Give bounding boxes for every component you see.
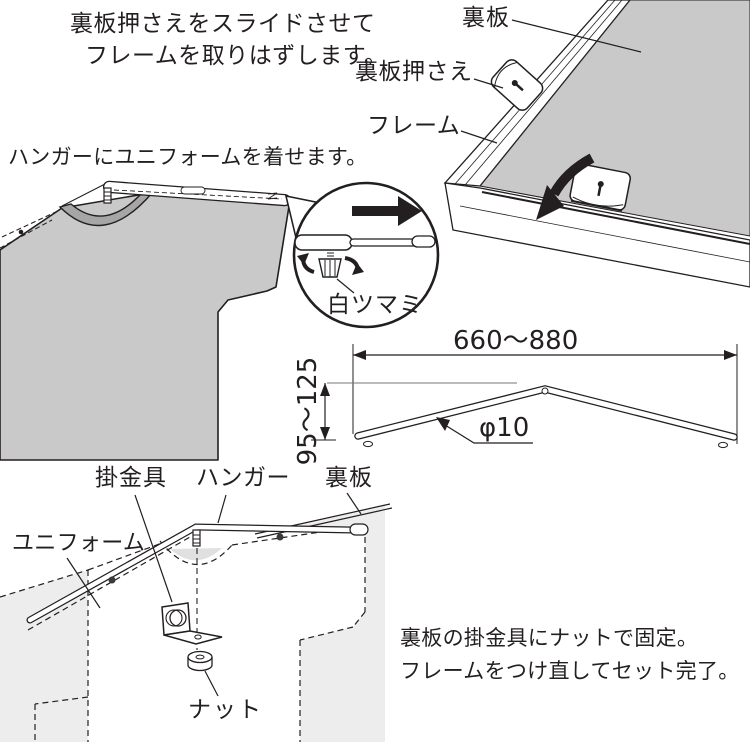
step3-instruction-line1: 裏板の掛金具にナットで固定。	[400, 626, 699, 650]
leader-backboard2	[346, 492, 362, 515]
swing-arrow-icon	[536, 153, 595, 220]
step1-instruction-line1: 裏板押さえをスライドさせて	[70, 11, 376, 37]
label-white-knob: 白ツマミ	[327, 292, 423, 318]
rotate-left-arrow-icon	[297, 253, 315, 274]
label-backboard-holder: 裏板押さえ	[355, 59, 473, 85]
leader-backboard	[511, 19, 642, 53]
step3-instruction-line2: フレームをつけ直してセット完了。	[400, 659, 740, 683]
rotate-right-arrow-icon	[344, 256, 364, 275]
label-hanger: ハンガー	[196, 465, 290, 491]
leader-bracket	[134, 494, 173, 603]
label-bracket: 掛金具	[95, 465, 167, 491]
backboard-holder-clip-bottom	[569, 163, 632, 212]
knob-detail-circle	[292, 181, 440, 329]
dimension-drawing	[311, 344, 738, 449]
leader-uniform	[66, 557, 101, 609]
step2-instruction: ハンガーにユニフォームを着せます。	[8, 145, 368, 169]
leader-hanger	[217, 494, 227, 524]
white-knob	[318, 249, 342, 278]
dimension-height-range: 95〜125	[293, 356, 324, 466]
assembly-illustration	[0, 492, 393, 742]
leader-nut	[204, 670, 219, 697]
backboard-holder-clip-top	[490, 59, 544, 111]
hanger-rod	[26, 523, 369, 624]
hanger-rod-dimension	[354, 385, 738, 449]
nut	[187, 650, 213, 672]
dimension-diameter: φ10	[479, 413, 530, 443]
slide-arrow-icon	[352, 196, 422, 226]
hook-bracket	[161, 602, 223, 645]
shirt-dashed-outline	[0, 525, 366, 742]
label-backboard-2: 裏板	[325, 465, 373, 491]
leader-frame	[460, 130, 498, 144]
label-uniform: ユニフォーム	[12, 531, 146, 556]
shirt-hanger-illustration	[0, 180, 342, 461]
dimension-width-range: 660〜880	[453, 326, 579, 356]
leader-backboard-holder	[473, 78, 504, 89]
step1-instruction-line2: フレームを取りはずします。	[85, 43, 388, 69]
label-nut: ナット	[188, 697, 263, 723]
label-frame: フレーム	[367, 113, 461, 139]
hanger-bar	[61, 180, 291, 207]
frame-corner-illustration	[443, 0, 750, 288]
label-backboard: 裏板	[462, 5, 510, 31]
